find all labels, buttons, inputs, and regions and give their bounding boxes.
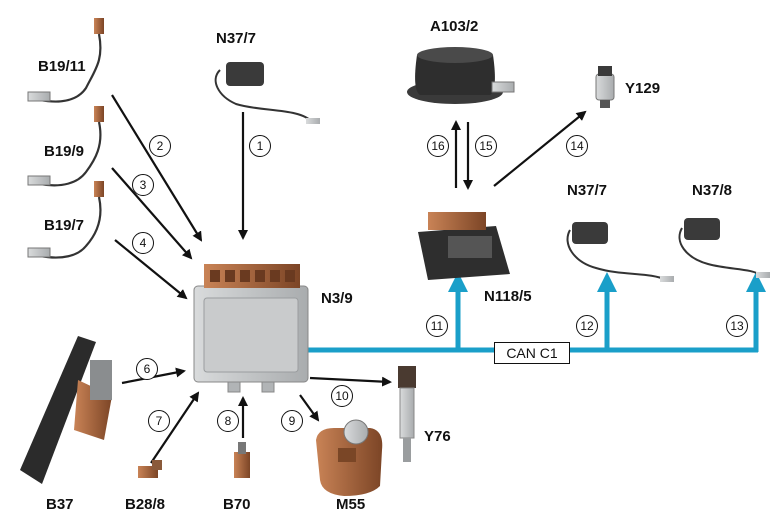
label-b19-11: B19/11 [38,58,86,75]
valve-y129 [595,66,615,108]
control-unit-n118-5 [418,212,510,280]
connection-number: 16 [427,135,449,157]
connection-number: 10 [331,385,353,407]
temp-sensor-b19-11 [27,18,104,103]
can-bus [308,272,766,353]
nox-sensor-n37-7-right [566,222,674,282]
label-y76: Y76 [424,428,451,445]
nox-sensor-n37-7-top [214,62,320,124]
label-n37-8: N37/8 [692,182,733,199]
label-n118-5: N118/5 [484,288,532,305]
connection-number: 13 [726,315,748,337]
label-m55: M55 [336,496,366,513]
connection-number: 15 [475,135,497,157]
label-b19-7: B19/7 [44,217,85,234]
label-y129: Y129 [625,80,661,97]
engine-control-unit-n3-9 [193,264,309,393]
label-n3-9: N3/9 [321,290,353,307]
temp-sensor-b19-7 [27,181,104,259]
pump-m55 [316,419,383,496]
injector-y76 [398,366,416,462]
nox-sensor-n37-8 [678,218,770,278]
temp-sensor-b19-9 [27,106,104,187]
label-b28-8: B28/8 [125,496,166,513]
sensor-b70 [234,442,250,478]
label-a103-2: A103/2 [430,18,479,35]
connection-number: 9 [281,410,303,432]
label-n37-7-right: N37/7 [567,182,608,199]
connection-number: 2 [149,135,171,157]
connection-number: 6 [136,358,158,380]
connection-number: 8 [217,410,239,432]
sensor-b28-8 [138,460,162,478]
label-n37-7-top: N37/7 [216,30,257,47]
connection-number: 3 [132,174,154,196]
accelerator-pedal-b37 [20,336,112,484]
label-b19-9: B19/9 [44,143,85,160]
connection-number: 1 [249,135,271,157]
connection-number: 7 [148,410,170,432]
connection-number: 4 [132,232,154,254]
connection-number: 12 [576,315,598,337]
label-b37: B37 [46,496,74,513]
label-b70: B70 [223,496,251,513]
connection-number: 14 [566,135,588,157]
connection-number: 11 [426,315,448,337]
control-unit-a103-2 [407,47,515,104]
signal-arrows [111,94,587,464]
can-bus-label: CAN C1 [494,342,570,364]
